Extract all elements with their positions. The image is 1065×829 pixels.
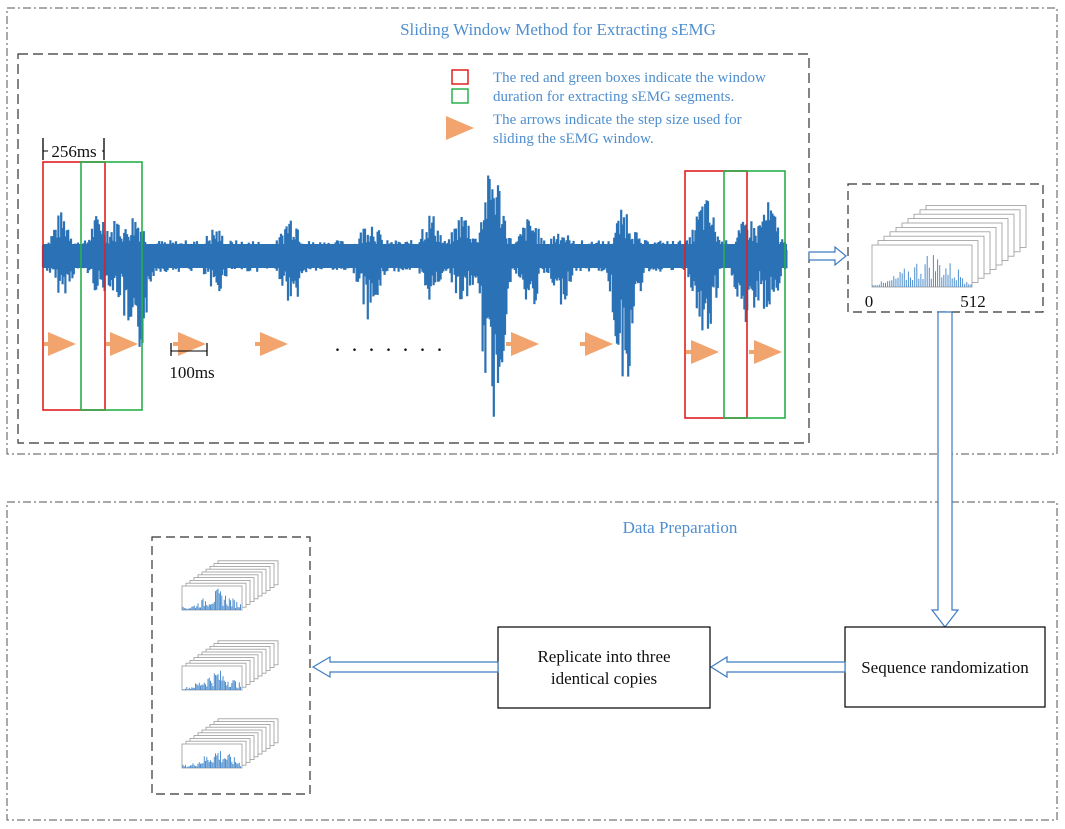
segment-spectrum-bars bbox=[182, 670, 241, 690]
data-preparation-section-frame bbox=[6, 501, 1058, 821]
data-preparation-title: Data Preparation bbox=[623, 518, 738, 537]
step-size-label: 100ms bbox=[169, 363, 214, 382]
legend-boxes-line2: duration for extracting sEMG segments. bbox=[493, 89, 734, 105]
segment-stack-copy-2 bbox=[181, 640, 279, 691]
legend-arrows-line2: sliding the sEMG window. bbox=[493, 131, 654, 147]
segment-spectrum-bars bbox=[872, 255, 972, 287]
legend-green-box-icon bbox=[451, 88, 469, 104]
sequence-randomization-label: Sequence randomization bbox=[861, 658, 1029, 677]
window-size-label-bg bbox=[48, 141, 102, 161]
window-size-label: 256ms bbox=[51, 142, 96, 161]
ellipsis: . . . . . . . bbox=[335, 331, 446, 356]
segment-card bbox=[871, 244, 973, 288]
sliding-window-title: Sliding Window Method for Extracting sEM… bbox=[400, 20, 716, 39]
flow-arrow-to-stack bbox=[808, 245, 847, 267]
signal-panel-frame bbox=[17, 53, 810, 444]
legend-boxes-line1: The red and green boxes indicate the win… bbox=[493, 70, 766, 86]
window-green-right bbox=[723, 170, 786, 419]
window-red-right bbox=[684, 170, 748, 419]
replicate-label-line1: Replicate into three bbox=[537, 647, 670, 666]
semg-waveform bbox=[41, 175, 788, 417]
segment-stack-copy-1 bbox=[181, 560, 279, 611]
flow-arrow-to-replicate bbox=[709, 655, 846, 679]
replicate-box bbox=[497, 626, 711, 709]
axis-start-label: 0 bbox=[865, 292, 874, 311]
flow-arrow-down bbox=[930, 311, 960, 628]
segment-stack-copy-3 bbox=[181, 718, 279, 769]
segment-spectrum-bars bbox=[182, 751, 241, 768]
flow-arrow-to-copies bbox=[311, 655, 499, 679]
step-arrows bbox=[44, 332, 782, 364]
sequence-randomization-box bbox=[844, 626, 1046, 708]
window-red-left bbox=[42, 161, 106, 411]
segment-stack-large bbox=[871, 204, 1027, 288]
replicate-label-line2: identical copies bbox=[551, 669, 657, 688]
copies-frame bbox=[151, 536, 311, 795]
sliding-window-section-frame bbox=[6, 7, 1058, 455]
legend-arrows-line1: The arrows indicate the step size used f… bbox=[493, 112, 742, 128]
waveform-trace bbox=[41, 175, 788, 417]
axis-end-label: 512 bbox=[960, 292, 986, 311]
segment-spectrum-bars bbox=[182, 588, 241, 610]
legend-red-box-icon bbox=[451, 69, 469, 85]
window-green-left bbox=[80, 161, 143, 411]
